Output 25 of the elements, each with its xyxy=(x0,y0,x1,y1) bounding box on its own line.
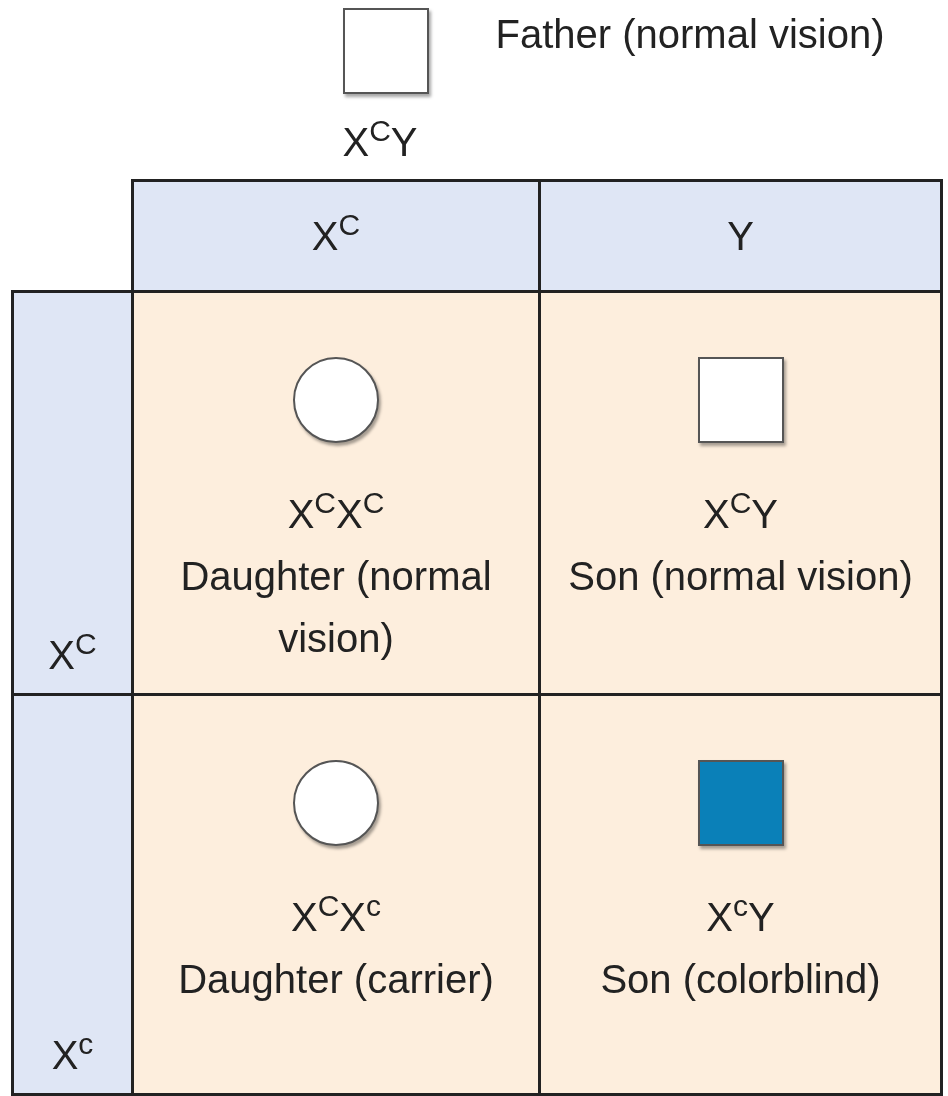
column-allele-header xyxy=(131,179,541,293)
row-allele-header xyxy=(11,290,134,696)
genotype-label: X$^{C}$X$^{c}$ xyxy=(290,888,381,941)
punnett-cell xyxy=(538,693,943,1096)
punnett-cell xyxy=(538,290,943,696)
allele-label: Y xyxy=(727,213,754,260)
phenotype-label: Daughter (normal vision) xyxy=(179,553,493,662)
genotype-label: X$^{C}$Y xyxy=(702,485,778,538)
phenotype-label: Daughter (carrier) xyxy=(178,956,494,1003)
phenotype-label: Son (colorblind) xyxy=(600,956,881,1003)
genotype-label: X$^{C}$Y xyxy=(341,118,419,166)
male-square-symbol xyxy=(343,8,429,94)
male-square-symbol xyxy=(697,357,784,443)
allele-label: X$^{C}$ xyxy=(48,631,97,679)
row-allele-header xyxy=(11,693,134,1096)
punnett-cell xyxy=(131,290,541,696)
male-square-symbol xyxy=(697,760,784,846)
column-allele-header xyxy=(538,179,943,293)
punnett-cell xyxy=(131,693,541,1096)
genotype-label: X$^{C}$X$^{C}$ xyxy=(287,485,385,538)
genotype-label: X$^{c}$Y xyxy=(706,888,775,941)
allele-label: X$^{C}$ xyxy=(311,212,361,260)
allele-label: X$^{c}$ xyxy=(51,1031,94,1079)
phenotype-label: Son (normal vision) xyxy=(568,553,913,600)
parent-label: Father (normal vision) xyxy=(494,11,886,58)
